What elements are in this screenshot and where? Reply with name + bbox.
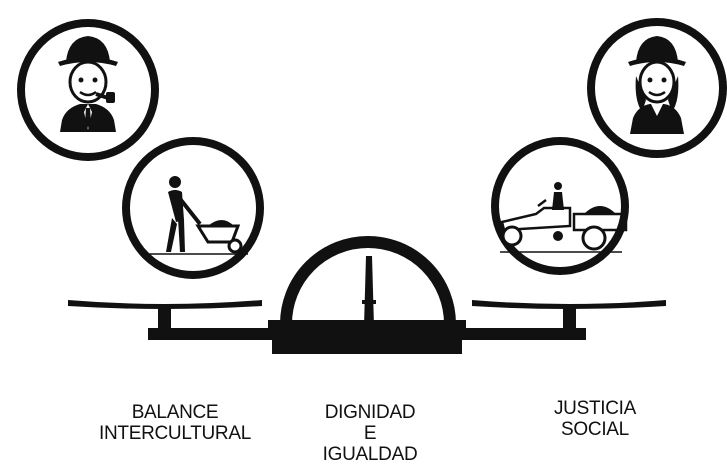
balance-intercultural-label: BALANCE INTERCULTURAL	[70, 402, 280, 444]
justicia-social-line2: SOCIAL	[561, 419, 629, 440]
man-with-hat-and-pipe-icon	[17, 19, 159, 161]
dignidad-igualdad-label: DIGNIDAD E IGUALDAD	[300, 402, 440, 465]
dignidad-igualdad-line1: DIGNIDAD	[324, 402, 416, 423]
balance-scale-icon	[68, 236, 666, 354]
dignidad-igualdad-line3: IGUALDAD	[322, 444, 418, 465]
justicia-social-label: JUSTICIA SOCIAL	[520, 398, 670, 440]
balance-intercultural-line1: BALANCE	[131, 402, 219, 423]
farmer-on-tractor-icon	[491, 137, 629, 275]
worker-pushing-wheelbarrow-icon	[122, 137, 264, 279]
dignidad-igualdad-line2: E	[363, 423, 377, 444]
balance-intercultural-line2: INTERCULTURAL	[99, 423, 251, 444]
woman-with-hat-icon	[587, 18, 727, 158]
justicia-social-line1: JUSTICIA	[553, 398, 637, 419]
